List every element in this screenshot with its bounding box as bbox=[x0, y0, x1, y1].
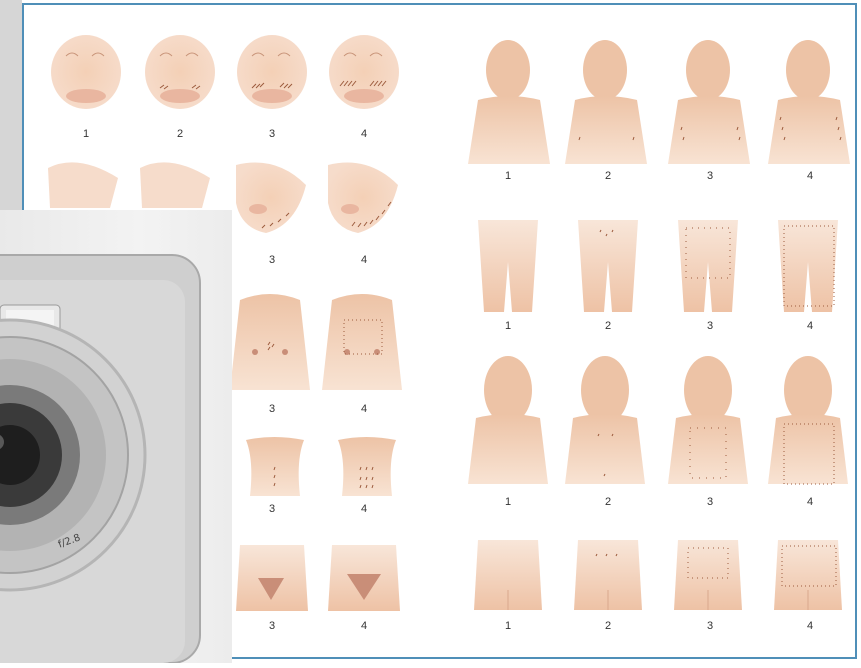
grade-label: 2 bbox=[598, 320, 618, 332]
grade-label: 1 bbox=[498, 170, 518, 182]
arm-figure-3 bbox=[668, 40, 750, 164]
upper-lip-row bbox=[51, 35, 399, 109]
chin-figure-3 bbox=[236, 163, 306, 234]
grade-label: 4 bbox=[800, 170, 820, 182]
chest-row bbox=[230, 294, 402, 390]
arm-figure-1 bbox=[468, 40, 550, 164]
grade-label: 3 bbox=[262, 254, 282, 266]
back-figure-1 bbox=[468, 356, 548, 484]
grade-label: 2 bbox=[598, 170, 618, 182]
grade-label: 2 bbox=[598, 620, 618, 632]
grade-label: 4 bbox=[800, 320, 820, 332]
face-figure-2 bbox=[145, 35, 215, 109]
thigh-figure-1 bbox=[478, 220, 538, 312]
grade-label: 3 bbox=[262, 503, 282, 515]
buttock-figure-4 bbox=[774, 540, 842, 610]
grade-label: 3 bbox=[262, 620, 282, 632]
pubic-row bbox=[236, 545, 400, 611]
buttock-figure-2 bbox=[574, 540, 642, 610]
camera-icon bbox=[0, 210, 232, 663]
back-figure-3 bbox=[668, 356, 748, 484]
pubic-figure-3 bbox=[236, 545, 308, 611]
grade-label: 2 bbox=[598, 496, 618, 508]
grade-label: 1 bbox=[76, 128, 96, 140]
buttock-row bbox=[474, 540, 842, 610]
thigh-row bbox=[478, 220, 838, 312]
arm-figure-2 bbox=[565, 40, 647, 164]
pubic-figure-4 bbox=[328, 545, 400, 611]
abdomen-figure-4 bbox=[338, 437, 396, 496]
grade-label: 4 bbox=[800, 496, 820, 508]
upper-arm-row bbox=[468, 40, 850, 164]
grade-label: 4 bbox=[354, 254, 374, 266]
chest-figure-4 bbox=[322, 294, 402, 390]
buttock-figure-3 bbox=[674, 540, 742, 610]
grade-label: 3 bbox=[262, 128, 282, 140]
grade-label: 3 bbox=[262, 403, 282, 415]
abdomen-figure-3 bbox=[246, 437, 304, 496]
face-figure-4 bbox=[329, 35, 399, 109]
chest-figure-3 bbox=[230, 294, 310, 390]
back-row bbox=[468, 356, 848, 484]
thigh-figure-3 bbox=[678, 220, 738, 312]
back-figure-4 bbox=[768, 356, 848, 484]
grade-label: 1 bbox=[498, 496, 518, 508]
grade-label: 4 bbox=[354, 620, 374, 632]
grade-label: 1 bbox=[498, 320, 518, 332]
thigh-figure-2 bbox=[578, 220, 638, 312]
grade-label: 3 bbox=[700, 170, 720, 182]
grade-label: 4 bbox=[800, 620, 820, 632]
grade-label: 4 bbox=[354, 403, 374, 415]
grade-label: 4 bbox=[354, 503, 374, 515]
thigh-figure-4 bbox=[778, 220, 838, 312]
buttock-figure-1 bbox=[474, 540, 542, 610]
grade-label: 3 bbox=[700, 620, 720, 632]
grade-label: 2 bbox=[170, 128, 190, 140]
face-figure-3 bbox=[237, 35, 307, 109]
abdomen-row bbox=[246, 437, 396, 496]
grade-label: 3 bbox=[700, 496, 720, 508]
grade-label: 3 bbox=[700, 320, 720, 332]
face-figure-1 bbox=[51, 35, 121, 109]
grade-label: 1 bbox=[498, 620, 518, 632]
grade-label: 4 bbox=[354, 128, 374, 140]
chin-figure-4 bbox=[328, 163, 398, 234]
camera-photo: f/2.8 bbox=[0, 210, 232, 663]
back-figure-2 bbox=[565, 356, 645, 484]
arm-figure-4 bbox=[768, 40, 850, 164]
